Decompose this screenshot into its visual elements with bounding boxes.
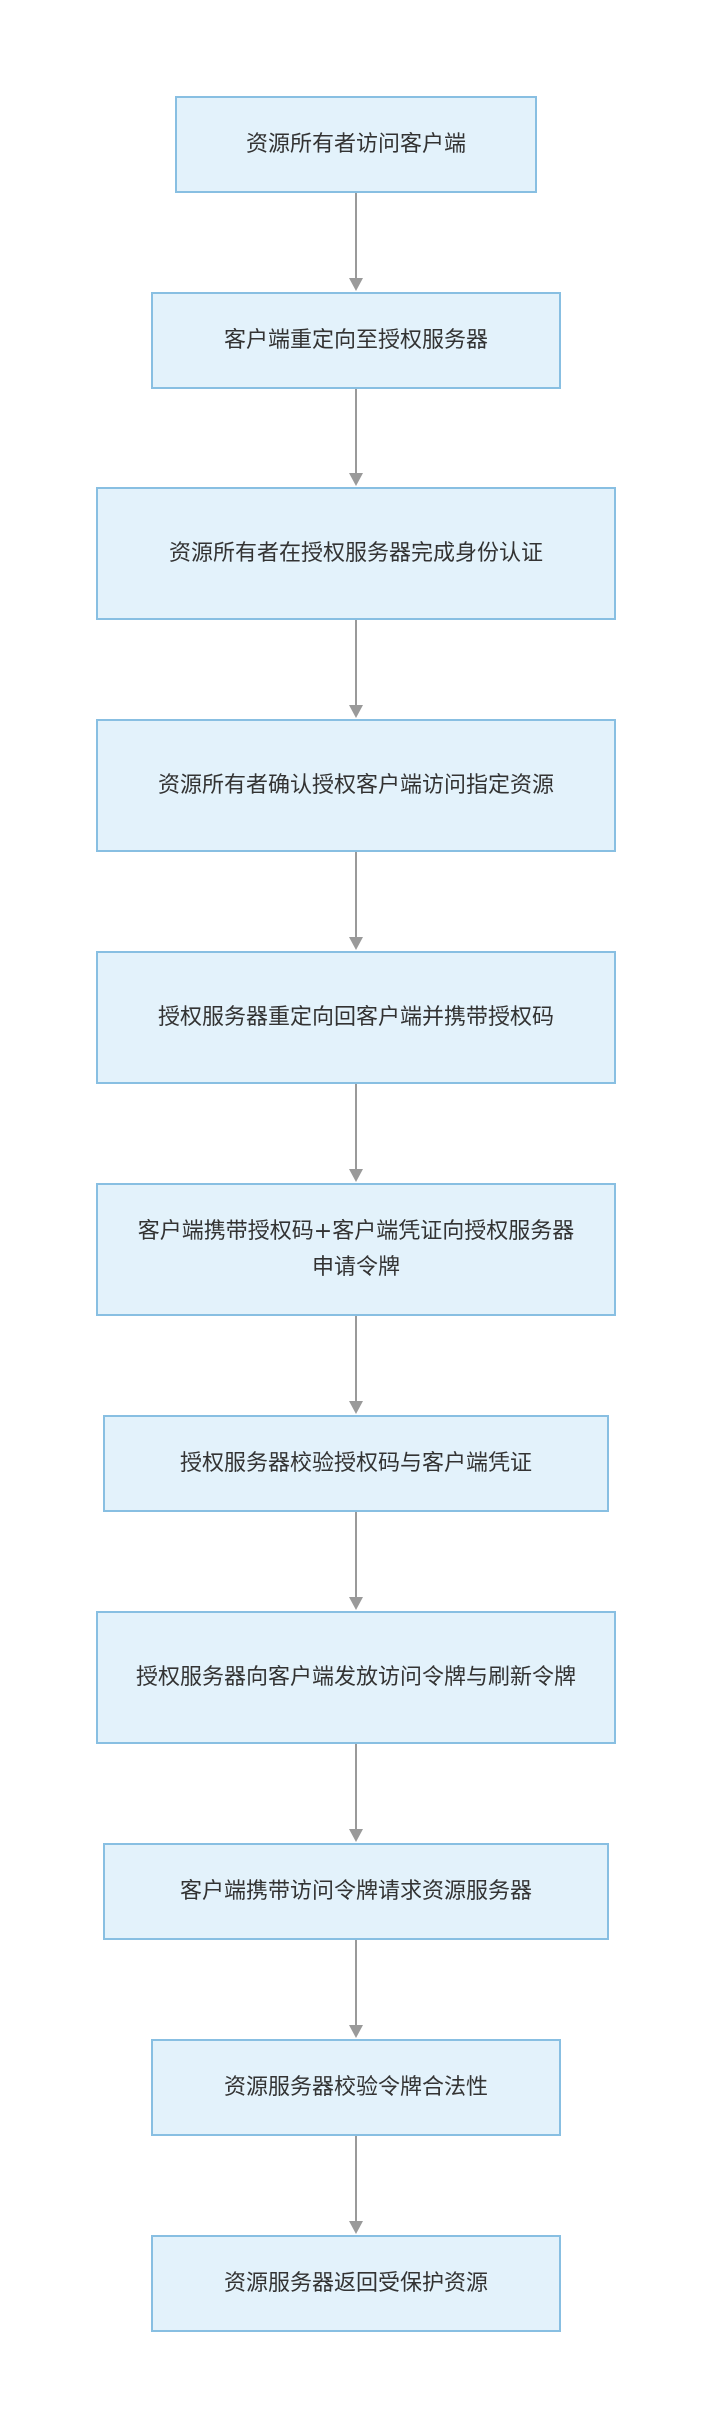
step-6-node: 客户端携带授权码+客户端凭证向授权服务器申请令牌 — [96, 1183, 616, 1316]
step-1-node: 资源所有者访问客户端 — [175, 96, 537, 193]
connector-arrowhead-10 — [349, 2221, 363, 2234]
step-6-label: 客户端携带授权码+客户端凭证向授权服务器申请令牌 — [137, 1218, 575, 1280]
step-1-label: 资源所有者访问客户端 — [245, 131, 466, 157]
connector-arrowhead-7 — [349, 1597, 363, 1610]
step-4-node: 资源所有者确认授权客户端访问指定资源 — [96, 719, 616, 852]
step-7-label: 授权服务器校验授权码与客户端凭证 — [179, 1450, 532, 1476]
connector-arrowhead-4 — [349, 937, 363, 950]
step-10-label: 资源服务器校验令牌合法性 — [223, 2074, 488, 2100]
connector-arrowhead-5 — [349, 1169, 363, 1182]
connector-arrowhead-8 — [349, 1829, 363, 1842]
connector-arrowhead-6 — [349, 1401, 363, 1414]
step-2-node: 客户端重定向至授权服务器 — [151, 292, 561, 389]
step-9-node: 客户端携带访问令牌请求资源服务器 — [103, 1843, 609, 1940]
step-4-label: 资源所有者确认授权客户端访问指定资源 — [157, 772, 554, 798]
step-2-label: 客户端重定向至授权服务器 — [223, 327, 488, 353]
step-11-label: 资源服务器返回受保护资源 — [223, 2270, 488, 2296]
step-5-label: 授权服务器重定向回客户端并携带授权码 — [157, 1004, 554, 1030]
connector-arrowhead-3 — [349, 705, 363, 718]
step-8-node: 授权服务器向客户端发放访问令牌与刷新令牌 — [96, 1611, 616, 1744]
step-3-label: 资源所有者在授权服务器完成身份认证 — [168, 540, 543, 566]
connector-arrowhead-2 — [349, 473, 363, 486]
step-3-node: 资源所有者在授权服务器完成身份认证 — [96, 487, 616, 620]
connector-arrowhead-1 — [349, 278, 363, 291]
step-7-node: 授权服务器校验授权码与客户端凭证 — [103, 1415, 609, 1512]
step-5-node: 授权服务器重定向回客户端并携带授权码 — [96, 951, 616, 1084]
step-9-label: 客户端携带访问令牌请求资源服务器 — [179, 1878, 532, 1904]
step-11-node: 资源服务器返回受保护资源 — [151, 2235, 561, 2332]
step-8-label: 授权服务器向客户端发放访问令牌与刷新令牌 — [135, 1664, 576, 1690]
step-10-node: 资源服务器校验令牌合法性 — [151, 2039, 561, 2136]
connector-arrowhead-9 — [349, 2025, 363, 2038]
